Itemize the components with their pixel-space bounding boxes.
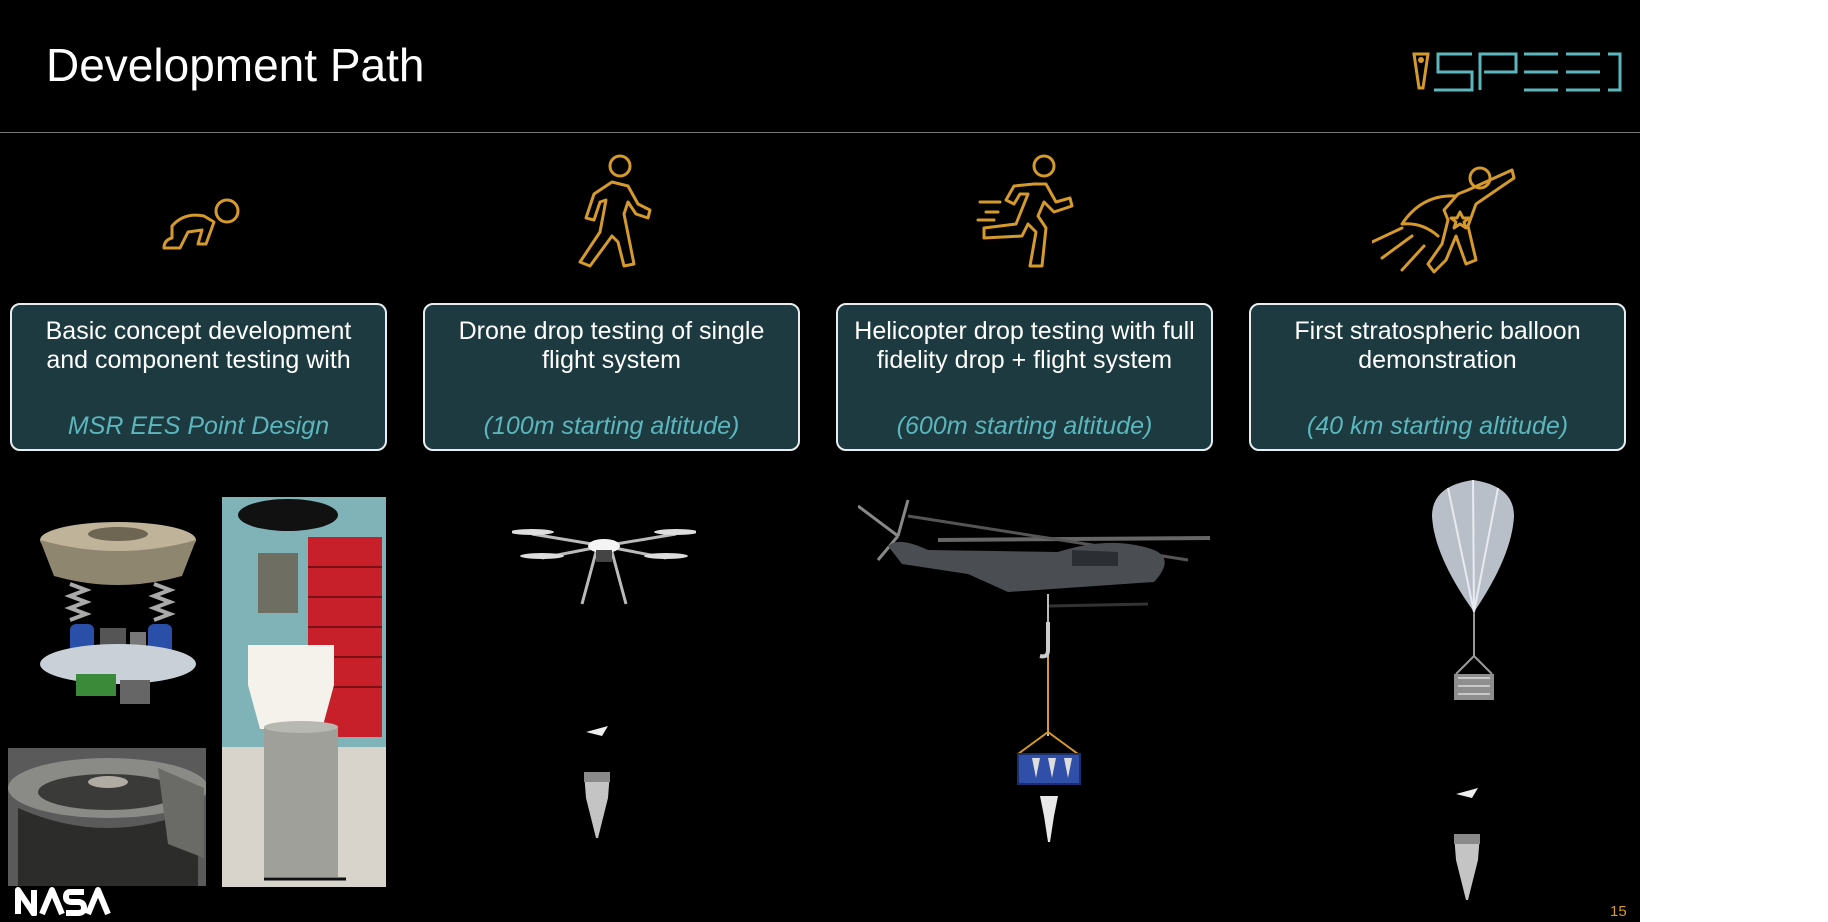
stage-description-line: Drone drop testing of single: [458, 317, 765, 345]
stage-description-line: Helicopter drop testing with full: [854, 317, 1195, 345]
running-person-icon: [976, 154, 1074, 268]
stage-description-line: fidelity drop + flight system: [876, 346, 1173, 374]
stage-description-line: demonstration: [1358, 346, 1517, 374]
stage-card-balloon: First stratospheric balloon demonstratio…: [1249, 303, 1626, 451]
stage-card-drone: Drone drop testing of single flight syst…: [423, 303, 800, 451]
stage-card-concept: Basic concept development and component …: [10, 303, 387, 451]
stage-description-line: and component testing with: [46, 346, 351, 374]
hardware-closeup-photo: [8, 748, 206, 886]
stage-note: (600m starting altitude): [896, 412, 1153, 440]
walking-person-icon: [578, 154, 652, 268]
title-divider: [0, 132, 1640, 133]
stage-note: (100m starting altitude): [483, 412, 740, 440]
stage-description-line: Basic concept development: [45, 317, 352, 345]
stage-description: Basic concept development and component …: [18, 317, 379, 375]
stage-description: Drone drop testing of single flight syst…: [431, 317, 792, 375]
helicopter-image: [858, 499, 1211, 842]
stage-card-helicopter: Helicopter drop testing with full fideli…: [836, 303, 1213, 451]
stage-description-line: First stratospheric balloon: [1294, 317, 1581, 345]
balloon-image: [1432, 479, 1514, 700]
stage-description: Helicopter drop testing with full fideli…: [844, 317, 1205, 375]
cad-model-image: [40, 522, 196, 704]
speed-logo: [1412, 52, 1622, 92]
lab-test-article-photo: [222, 497, 386, 887]
stage-note: (40 km starting altitude): [1306, 412, 1569, 440]
flying-superhero-icon: [1372, 166, 1516, 274]
stage-note: MSR EES Point Design: [67, 412, 330, 440]
slide: Development Path: [0, 0, 1640, 922]
flight-system-image: [1454, 788, 1480, 900]
page-title: Development Path: [46, 39, 425, 91]
flight-system-image: [584, 726, 610, 838]
drone-image: [512, 529, 696, 605]
crawling-baby-icon: [162, 198, 240, 250]
nasa-logo: [15, 887, 111, 916]
stage-description-line: flight system: [542, 346, 681, 374]
page-number: 15: [1610, 903, 1627, 920]
stage-description: First stratospheric balloon demonstratio…: [1257, 317, 1618, 375]
